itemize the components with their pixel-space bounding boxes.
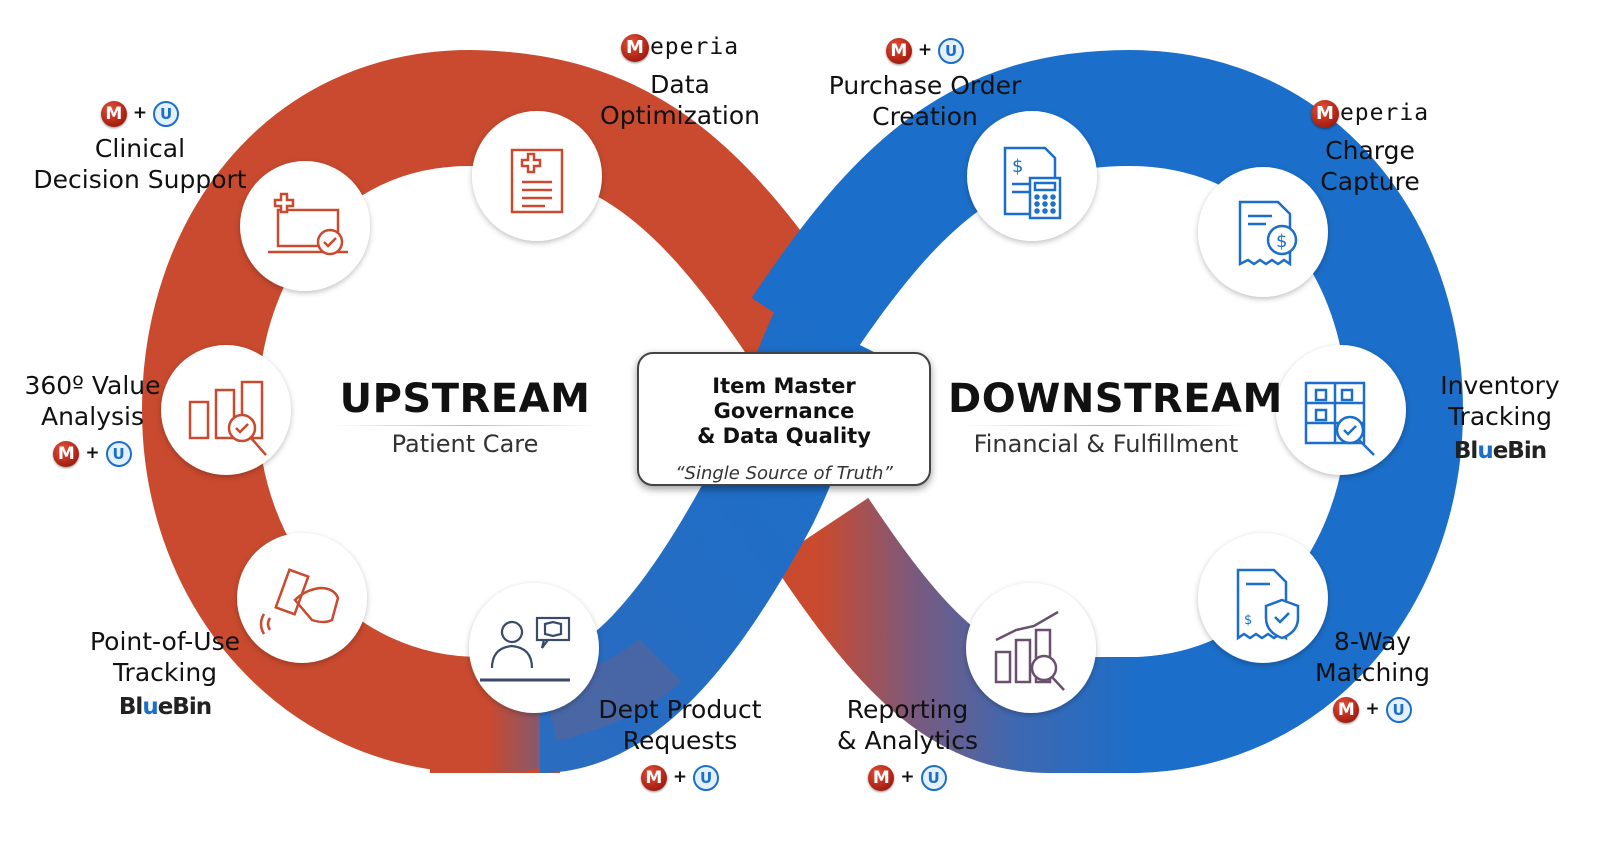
label-clinical-decision-support: M + U Clinical Decision Support xyxy=(20,98,260,195)
meperia-logo-icon: M xyxy=(868,764,895,791)
meperia-logo-icon: M xyxy=(885,37,912,64)
label-line2: Analysis xyxy=(40,402,144,431)
brand-badges: M + U xyxy=(815,762,1000,793)
label-line1: Reporting xyxy=(846,695,969,724)
analytics-chart-icon xyxy=(994,610,1065,691)
label-line2: & Analytics xyxy=(837,726,978,755)
bluebin-logo-icon: U xyxy=(153,100,180,127)
svg-text:$: $ xyxy=(1244,613,1252,628)
bluebin-logo-icon: U xyxy=(938,37,965,64)
label-dept-product-requests: Dept Product Requests M + U xyxy=(580,694,780,793)
upstream-divider xyxy=(330,425,600,426)
label-inventory-tracking: Inventory Tracking BlueBin xyxy=(1410,370,1590,467)
bluebin-wordmark: BlueBin xyxy=(1410,436,1590,467)
plus-sign: + xyxy=(85,443,100,463)
laptop-medical-icon xyxy=(268,192,348,256)
label-line2: Matching xyxy=(1315,658,1430,687)
meperia-wordmark: eperia xyxy=(649,34,740,60)
label-line2: Decision Support xyxy=(33,165,247,194)
svg-text:$: $ xyxy=(1276,231,1287,252)
label-line1: Clinical xyxy=(94,134,186,163)
hand-scan-icon xyxy=(259,568,340,635)
svg-text:$: $ xyxy=(1012,156,1023,177)
label-line2: Creation xyxy=(872,102,978,131)
meperia-brand: M eperia xyxy=(1285,98,1455,129)
bluebin-logo-icon: U xyxy=(1385,696,1412,723)
bluebin-logo-icon: U xyxy=(693,764,720,791)
label-line2: Tracking xyxy=(1447,402,1553,431)
brand-badges: M + U xyxy=(810,35,1040,66)
label-data-optimization: M eperia Data Optimization xyxy=(580,32,780,131)
meperia-logo-icon: M xyxy=(1310,99,1339,128)
meperia-logo-icon: M xyxy=(640,764,667,791)
invoice-calculator-icon: $ xyxy=(1003,146,1062,220)
meperia-brand: M eperia xyxy=(580,32,780,63)
downstream-subtitle: Financial & Fulfillment xyxy=(973,430,1239,458)
brand-badges: M + U xyxy=(580,762,780,793)
label-line1: Charge xyxy=(1325,136,1415,165)
downstream-band xyxy=(751,49,1464,773)
shelf-magnifier-icon xyxy=(1304,381,1375,456)
label-reporting-analytics: Reporting & Analytics M + U xyxy=(815,694,1000,793)
brand-badges: M + U xyxy=(20,98,260,129)
label-line1: 360º Value xyxy=(24,371,161,400)
chart-magnifier-icon xyxy=(188,380,267,456)
label-line1: Purchase Order xyxy=(828,71,1022,100)
upstream-inner xyxy=(265,226,665,598)
brand-badges: M + U xyxy=(10,438,175,469)
label-line1: 8-Way xyxy=(1333,627,1412,656)
label-line2: Tracking xyxy=(112,658,218,687)
downstream-inner xyxy=(912,226,1312,598)
meperia-wordmark: eperia xyxy=(1339,100,1430,126)
plus-sign: + xyxy=(917,40,933,60)
medical-document-icon xyxy=(510,148,564,214)
meperia-logo-icon: M xyxy=(100,100,127,127)
label-line1: Inventory xyxy=(1440,371,1560,400)
receipt-dollar-icon: $ xyxy=(1238,200,1298,267)
label-line2: Requests xyxy=(622,726,738,755)
upstream-subtitle: Patient Care xyxy=(391,430,539,458)
bluebin-u: u xyxy=(142,694,158,720)
plus-sign: + xyxy=(672,767,688,787)
document-shield-icon: $ xyxy=(1236,568,1300,641)
plus-sign: + xyxy=(1365,699,1380,719)
label-line1: Data xyxy=(650,70,710,99)
bluebin-pre: Bl xyxy=(118,694,143,720)
label-purchase-order-creation: M + U Purchase Order Creation xyxy=(810,35,1040,132)
nurse-request-icon xyxy=(480,616,571,682)
label-line1: Dept Product xyxy=(598,695,762,724)
center-title: Item Master Governance & Data Quality xyxy=(639,374,929,449)
label-line2: Capture xyxy=(1320,167,1420,196)
bluebin-u: u xyxy=(1477,438,1493,464)
upstream-title: UPSTREAM xyxy=(339,376,591,422)
meperia-logo-icon: M xyxy=(53,440,80,467)
bluebin-post: eBin xyxy=(1492,438,1547,464)
bluebin-post: eBin xyxy=(157,694,212,720)
label-line1: Point-of-Use xyxy=(89,627,240,656)
label-charge-capture: M eperia Charge Capture xyxy=(1285,98,1455,197)
plus-sign: + xyxy=(900,767,915,787)
downstream-title: DOWNSTREAM xyxy=(948,376,1283,422)
brand-badges: M + U xyxy=(1300,694,1445,725)
item-master-box: Item Master Governance & Data Quality “S… xyxy=(637,352,931,486)
center-title-line1: Item Master Governance xyxy=(712,374,856,423)
downstream-divider xyxy=(960,425,1250,426)
bluebin-pre: Bl xyxy=(1453,438,1478,464)
label-8-way-matching: 8-Way Matching M + U xyxy=(1300,626,1445,725)
meperia-logo-icon: M xyxy=(1333,696,1360,723)
label-point-of-use-tracking: Point-of-Use Tracking BlueBin xyxy=(70,626,260,723)
label-360-value-analysis: 360º Value Analysis M + U xyxy=(10,370,175,469)
bluebin-logo-icon: U xyxy=(105,440,132,467)
center-title-line2: & Data Quality xyxy=(697,424,871,448)
meperia-logo-icon: M xyxy=(620,33,649,62)
center-tagline: “Single Source of Truth” xyxy=(675,463,893,484)
bluebin-wordmark: BlueBin xyxy=(70,692,260,723)
plus-sign: + xyxy=(132,103,148,123)
label-line2: Optimization xyxy=(600,101,760,130)
bluebin-logo-icon: U xyxy=(920,764,947,791)
